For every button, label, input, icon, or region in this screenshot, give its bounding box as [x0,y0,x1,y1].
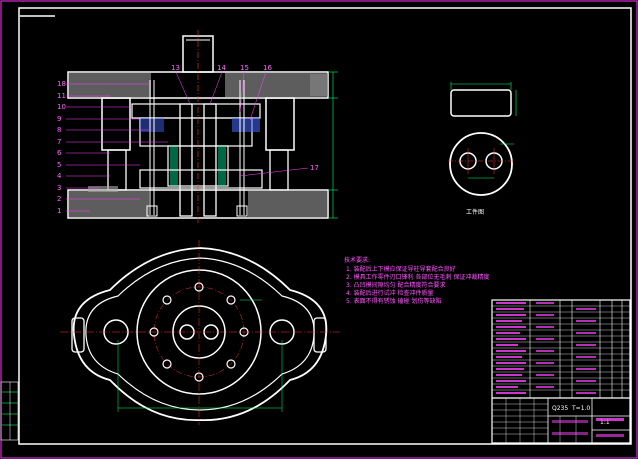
label-4: 4 [57,172,62,180]
label-3: 3 [57,184,61,192]
label-11: 11 [57,92,66,100]
part-labels-left: 18 11 10 9 8 7 6 5 4 3 2 1 [57,80,168,215]
title-material: Q235 [552,405,568,412]
label-9: 9 [57,115,61,123]
label-10: 10 [57,103,66,111]
front-section-view [67,30,338,225]
spring-hatch [232,118,260,132]
label-18: 18 [57,80,66,88]
parts-list: Q235 T=1.0 1:1 [491,299,631,444]
lower-plate [139,169,263,189]
plan-outer-outline [72,247,328,421]
note-4: 4. 装配后进行试冲 检查冲件质量 [346,289,434,297]
guide-bush-right [265,97,295,151]
label-14: 14 [217,64,226,72]
workpiece-top-view [448,132,514,196]
note-3: 3. 凸凹模间隙均匀 配合精度符合要求 [346,281,446,289]
note-2: 2. 模具工作零件刃口锋利 各部位无毛刺 保证冲裁精度 [346,273,489,281]
label-5: 5 [57,161,61,169]
label-16: 16 [263,64,272,72]
workpiece-side-view [450,82,517,117]
label-15: 15 [240,64,249,72]
label-7: 7 [57,138,61,146]
punch-right [203,103,217,217]
left-margin-strip [0,381,19,441]
note-5: 5. 表面不得有锈蚀 磕碰 划伤等缺陷 [346,297,441,305]
technical-notes: 技术要求: 1. 装配后上下模应保证导柱导套配合良好 2. 模具工作零件刃口锋利… [344,256,489,305]
label-13: 13 [171,64,180,72]
notes-title: 技术要求: [344,256,370,264]
plan-view [60,240,340,425]
label-2: 2 [57,195,61,203]
guide-pillar-left [107,149,127,191]
note-1: 1. 装配后上下模应保证导柱导套配合良好 [346,265,456,273]
workpiece-caption: 工件图 [466,208,484,216]
label-1: 1 [57,207,61,215]
guide-pillar-right [269,149,289,191]
label-17: 17 [310,164,319,172]
title-scale: 1:1 [600,419,610,426]
label-8: 8 [57,126,61,134]
part-labels-top: 13 14 15 16 17 [171,64,319,177]
drawing-frame [18,7,632,445]
title-thickness: T=1.0 [571,405,590,412]
punch-left [179,103,193,217]
label-6: 6 [57,149,62,157]
